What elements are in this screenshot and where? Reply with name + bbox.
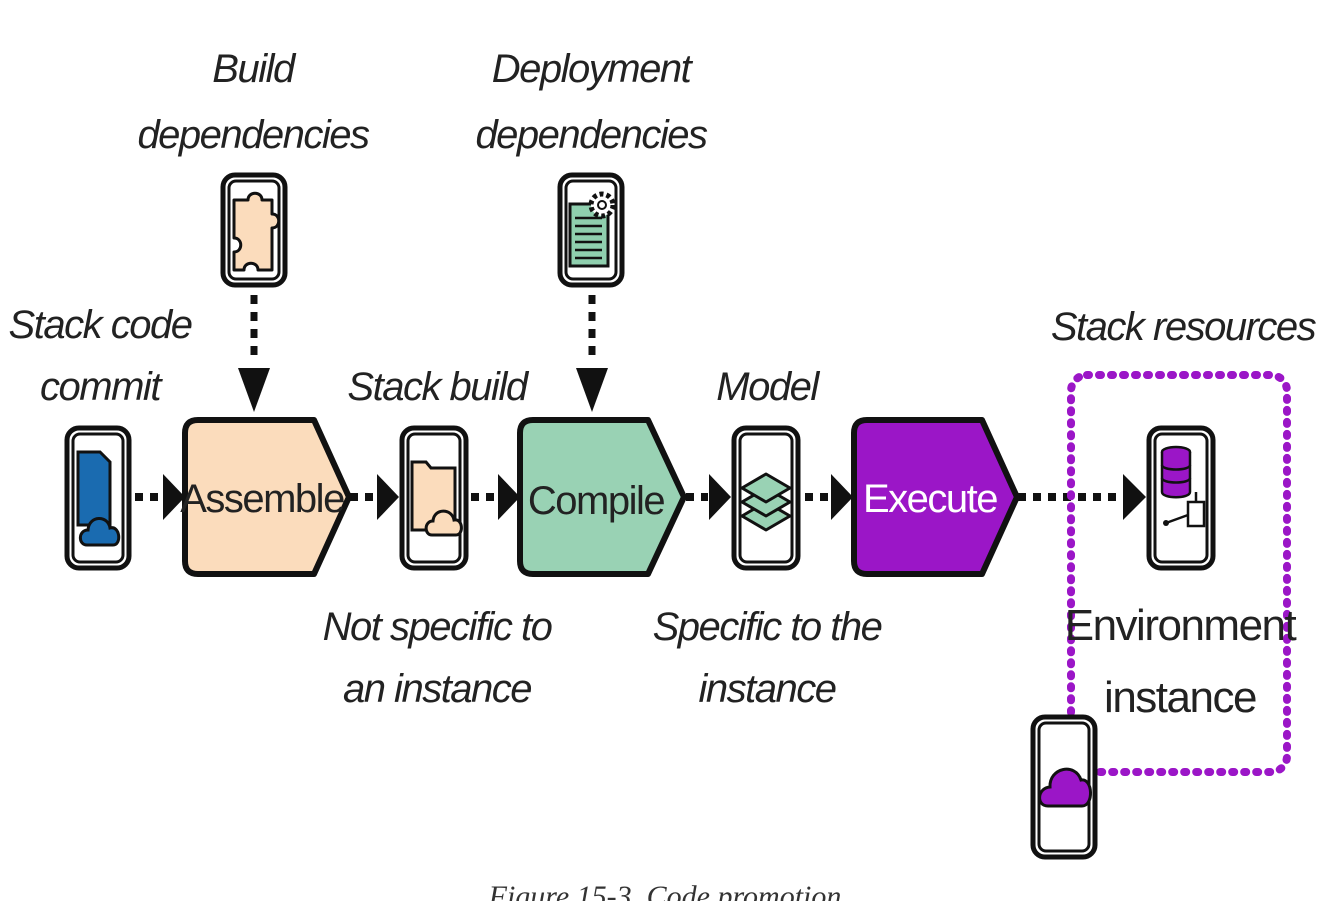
connector-model-execute [805,474,853,520]
cloud-box [1030,714,1098,860]
stack-resources-boundary [1067,371,1291,776]
model-box [731,425,801,571]
svg-text:Deployment: Deployment [492,47,694,91]
execute-stage: Execute [851,417,1020,577]
puzzle-piece-icon [232,191,281,272]
cloud-icon [1038,767,1092,808]
connector-build-compile [471,474,520,520]
stack-resources-label: Stack resources [1051,305,1317,349]
compile-label: Compile [528,479,664,523]
svg-text:Build: Build [212,47,297,91]
svg-text:Stack code: Stack code [9,303,192,347]
database-network-icon [1160,445,1206,528]
connector-assemble-build [350,474,399,520]
svg-text:Not specific to: Not specific to [323,605,552,649]
svg-text:dependencies: dependencies [137,113,370,157]
compile-stage: Compile [517,417,687,577]
svg-text:commit: commit [40,365,163,409]
layers-icon [740,472,792,532]
model-label: Model [716,365,820,409]
environment-instance-label: Environment instance [1065,601,1298,722]
build-dependencies-label: Build dependencies [137,47,371,157]
svg-text:Specific to the: Specific to the [653,605,882,649]
svg-text:an instance: an instance [343,667,531,711]
build-dependencies-box [220,172,288,288]
folder-cloud-icon [410,460,463,537]
not-specific-label: Not specific to an instance [323,605,553,711]
stack-build-box [399,425,469,571]
build-deps-connector [238,295,270,412]
connector-compile-model [686,474,731,520]
assemble-stage: Assemble [180,417,352,577]
svg-text:instance: instance [699,667,836,711]
figure-caption: Figure 15-3. Code promotion [488,880,842,901]
svg-text:instance: instance [1104,673,1256,722]
environment-box [1146,425,1216,571]
connector-execute-environment [1018,474,1146,520]
stack-build-label: Stack build [347,365,529,409]
svg-text:dependencies: dependencies [475,113,708,157]
deployment-dependencies-label: Deployment dependencies [475,47,709,157]
stack-code-commit-label: Stack code commit [9,303,194,409]
specific-label: Specific to the instance [653,605,884,711]
document-gear-icon [568,191,616,268]
stack-code-commit-box [64,425,132,571]
connector-commit-assemble [135,474,185,520]
deployment-dependencies-box [557,172,625,288]
assemble-label: Assemble [180,477,344,521]
deploy-deps-connector [576,295,608,412]
execute-label: Execute [863,477,997,521]
svg-text:Environment: Environment [1065,601,1297,650]
document-cloud-icon [76,450,121,547]
